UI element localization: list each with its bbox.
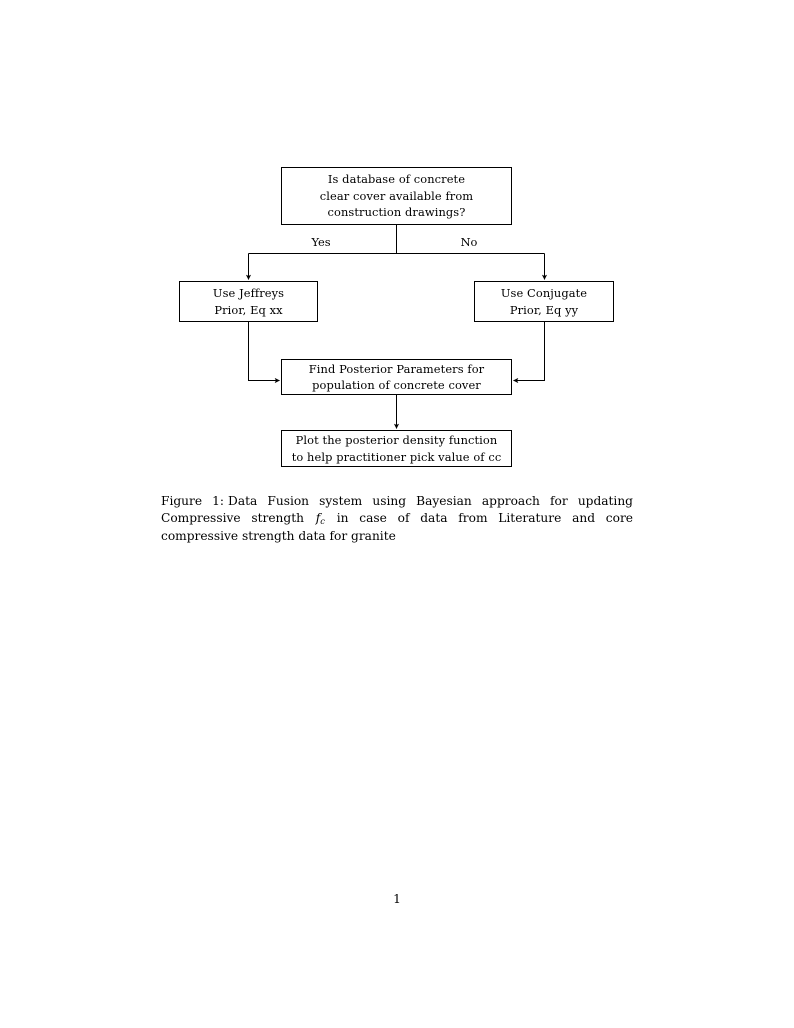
find-posterior-box-line-2: population of concrete cover <box>312 378 481 392</box>
plot-density-box-line-1: Plot the posterior density function <box>295 433 498 448</box>
decision-box[interactable]: Is database of concrete clear cover avai… <box>281 167 512 225</box>
plot-density-box[interactable]: Plot the posterior density function to h… <box>281 430 512 467</box>
branch-label-no: No <box>460 235 478 249</box>
figure-caption: Figure 1:Data Fusion system using Bayesi… <box>161 493 633 545</box>
caption-math-fc: fc <box>315 511 326 527</box>
decision-box-line-2: clear cover available from <box>319 188 474 203</box>
decision-box-line-1: Is database of concrete <box>327 172 466 187</box>
conjugate-prior-box[interactable]: Use Conjugate Prior, Eq yy <box>474 281 614 322</box>
jeffreys-prior-box-line-1: Use Jeffreys <box>212 286 285 301</box>
connector-jeffreys-to-posterior <box>248 322 280 384</box>
caption-math-subscript: c <box>320 516 325 527</box>
conjugate-prior-box-line-2: Prior, Eq yy <box>509 302 579 317</box>
branch-label-yes: Yes <box>311 235 331 249</box>
conjugate-prior-box-line-1: Use Conjugate <box>500 286 588 301</box>
jeffreys-prior-box[interactable]: Use Jeffreys Prior, Eq xx <box>179 281 318 322</box>
caption-label: Figure 1: <box>161 494 225 508</box>
caption-text-part-2: in case of data from Literature and core… <box>161 511 633 543</box>
find-posterior-box[interactable]: Find Posterior Parameters for population… <box>281 359 512 395</box>
find-posterior-box-line-1: Find Posterior Parameters for <box>308 361 485 376</box>
caption-math-symbol: f <box>315 511 321 526</box>
caption-text-part-1: Data Fusion system using Bayesian approa… <box>161 494 633 526</box>
plot-density-box-line-2: to help practitioner pick value of cc <box>291 449 502 464</box>
jeffreys-prior-box-line-2: Prior, Eq xx <box>214 302 283 317</box>
decision-box-line-3: construction drawings? <box>327 205 466 220</box>
flowchart-connectors <box>245 225 548 429</box>
connector-conjugate-to-posterior <box>513 322 545 384</box>
figure-flowchart: Is database of concrete clear cover avai… <box>0 0 794 490</box>
page-number: 1 <box>393 892 401 906</box>
